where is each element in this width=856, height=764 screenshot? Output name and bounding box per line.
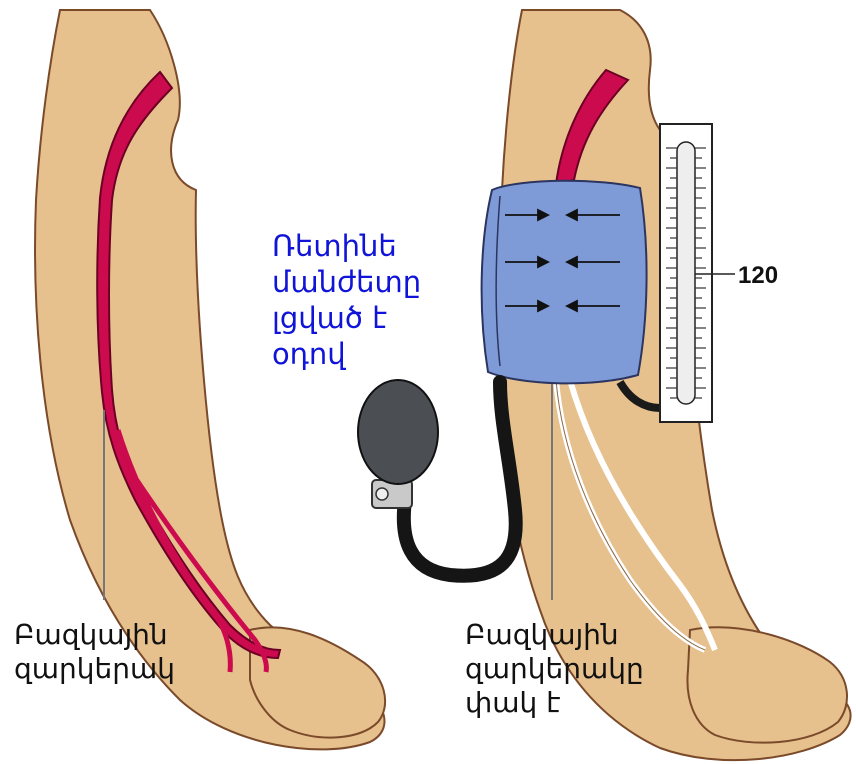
inflation-bulb [358, 380, 438, 484]
valve-screw [376, 488, 388, 500]
left-label-line-1: Բազկային [14, 618, 175, 652]
inflation-bulb-assembly [358, 380, 516, 576]
gauge-reading: 120 [738, 262, 778, 290]
left-label-line-2: զարկերակ [14, 652, 175, 686]
gauge-column [677, 142, 695, 404]
left-artery-label: Բազկային զարկերակ [14, 618, 175, 686]
mercury-gauge [660, 124, 735, 422]
right-label-line-1: Բազկային [465, 618, 644, 652]
right-artery-label: Բազկային զարկերակը փակ է [465, 618, 644, 720]
cuff-body [482, 181, 647, 384]
cuff-note-line-4: օդով [272, 336, 421, 372]
cuff-note-line-2: մանժետը [272, 264, 421, 300]
cuff [482, 181, 660, 408]
cuff-note-line-3: լցված է [272, 300, 421, 336]
cuff-inflated-note: Ռետինե մանժետը լցված է օդով [272, 228, 421, 372]
right-label-line-2: զարկերակը [465, 652, 644, 686]
right-label-line-3: փակ է [465, 686, 644, 720]
cuff-note-line-1: Ռետինե [272, 228, 421, 264]
